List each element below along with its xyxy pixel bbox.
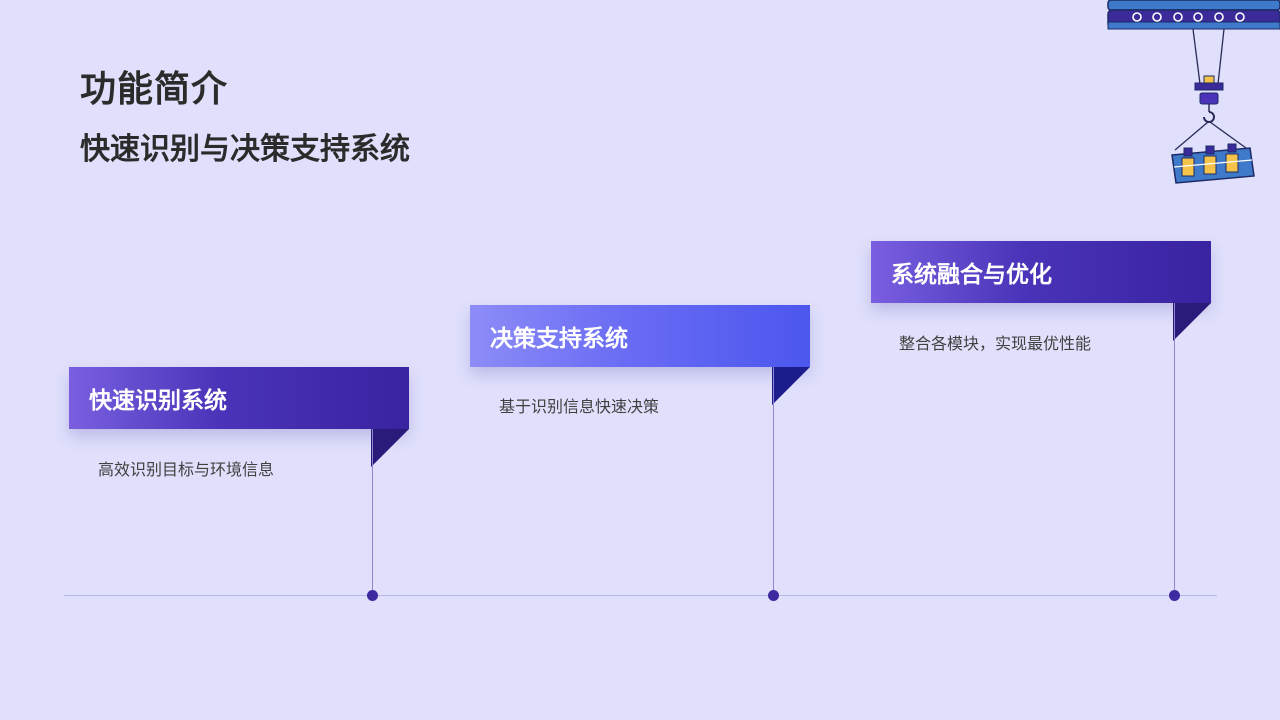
step-1-title: 快速识别系统 — [89, 388, 227, 414]
crane-illustration-icon — [1107, 0, 1280, 184]
step-3-flag-fold — [1173, 303, 1211, 341]
step-2-marker — [768, 590, 779, 601]
step-2-pole — [773, 367, 774, 595]
step-1-title-bar: 快速识别系统 — [69, 367, 409, 429]
timeline-axis — [64, 595, 1217, 596]
step-2-title: 决策支持系统 — [490, 326, 628, 352]
step-3-title: 系统融合与优化 — [891, 262, 1052, 288]
step-1-pole — [372, 429, 373, 595]
page-subtitle: 快速识别与决策支持系统 — [80, 132, 410, 167]
step-3-marker — [1169, 590, 1180, 601]
step-1-marker — [367, 590, 378, 601]
step-1-description: 高效识别目标与环境信息 — [98, 460, 275, 479]
step-2-flag-fold — [772, 367, 810, 405]
step-2-description: 基于识别信息快速决策 — [499, 397, 660, 416]
step-3-pole — [1174, 303, 1175, 595]
step-2-title-bar: 决策支持系统 — [470, 305, 810, 367]
page-title: 功能简介 — [80, 69, 229, 110]
step-1-flag-fold — [371, 429, 409, 467]
step-3-title-bar: 系统融合与优化 — [871, 241, 1211, 303]
step-3-description: 整合各模块，实现最优性能 — [899, 334, 1092, 353]
